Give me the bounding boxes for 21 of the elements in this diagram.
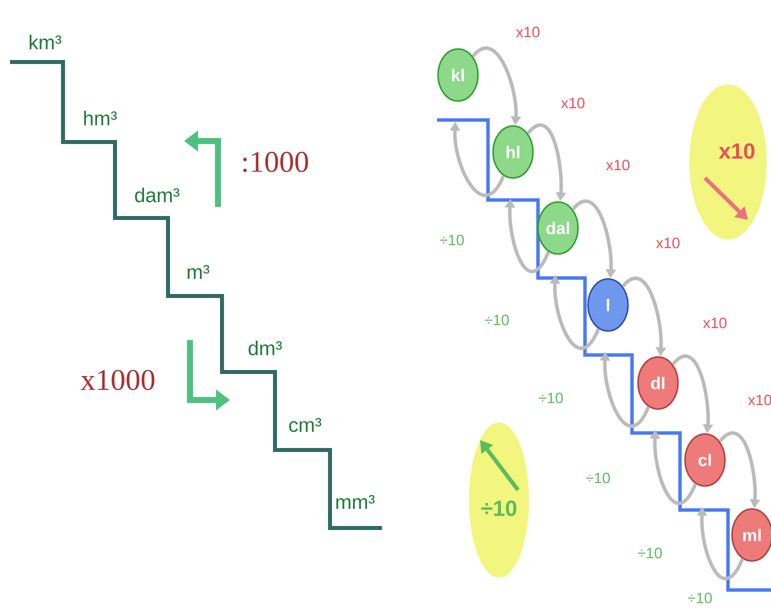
edge-label: ÷10 xyxy=(438,234,466,246)
edge-label: x10 xyxy=(560,96,586,110)
edge-label: x10 xyxy=(604,158,632,172)
edge-label: ÷10 xyxy=(636,546,664,560)
unit-label: hm³ xyxy=(84,110,117,126)
edge-label: ÷10 xyxy=(584,472,612,484)
unit-label: km³ xyxy=(30,34,62,50)
edge-label: x10 xyxy=(514,26,542,38)
unit-label: dam³ xyxy=(135,188,180,202)
factor-label: x1000 xyxy=(80,370,154,390)
unit-label: dm³ xyxy=(248,340,282,356)
factor-label: :1000 xyxy=(243,152,308,172)
edge-label: x10 xyxy=(746,394,771,406)
edge-label: ÷10 xyxy=(686,592,714,604)
edge-label: ÷10 xyxy=(538,392,564,404)
unit-label: mm³ xyxy=(336,495,375,509)
unit-label: cm³ xyxy=(289,418,322,432)
edge-label: x10 xyxy=(702,316,728,330)
edge-label: ÷10 xyxy=(484,314,510,326)
edge-label: x10 xyxy=(654,236,682,250)
unit-label: m³ xyxy=(188,265,210,279)
